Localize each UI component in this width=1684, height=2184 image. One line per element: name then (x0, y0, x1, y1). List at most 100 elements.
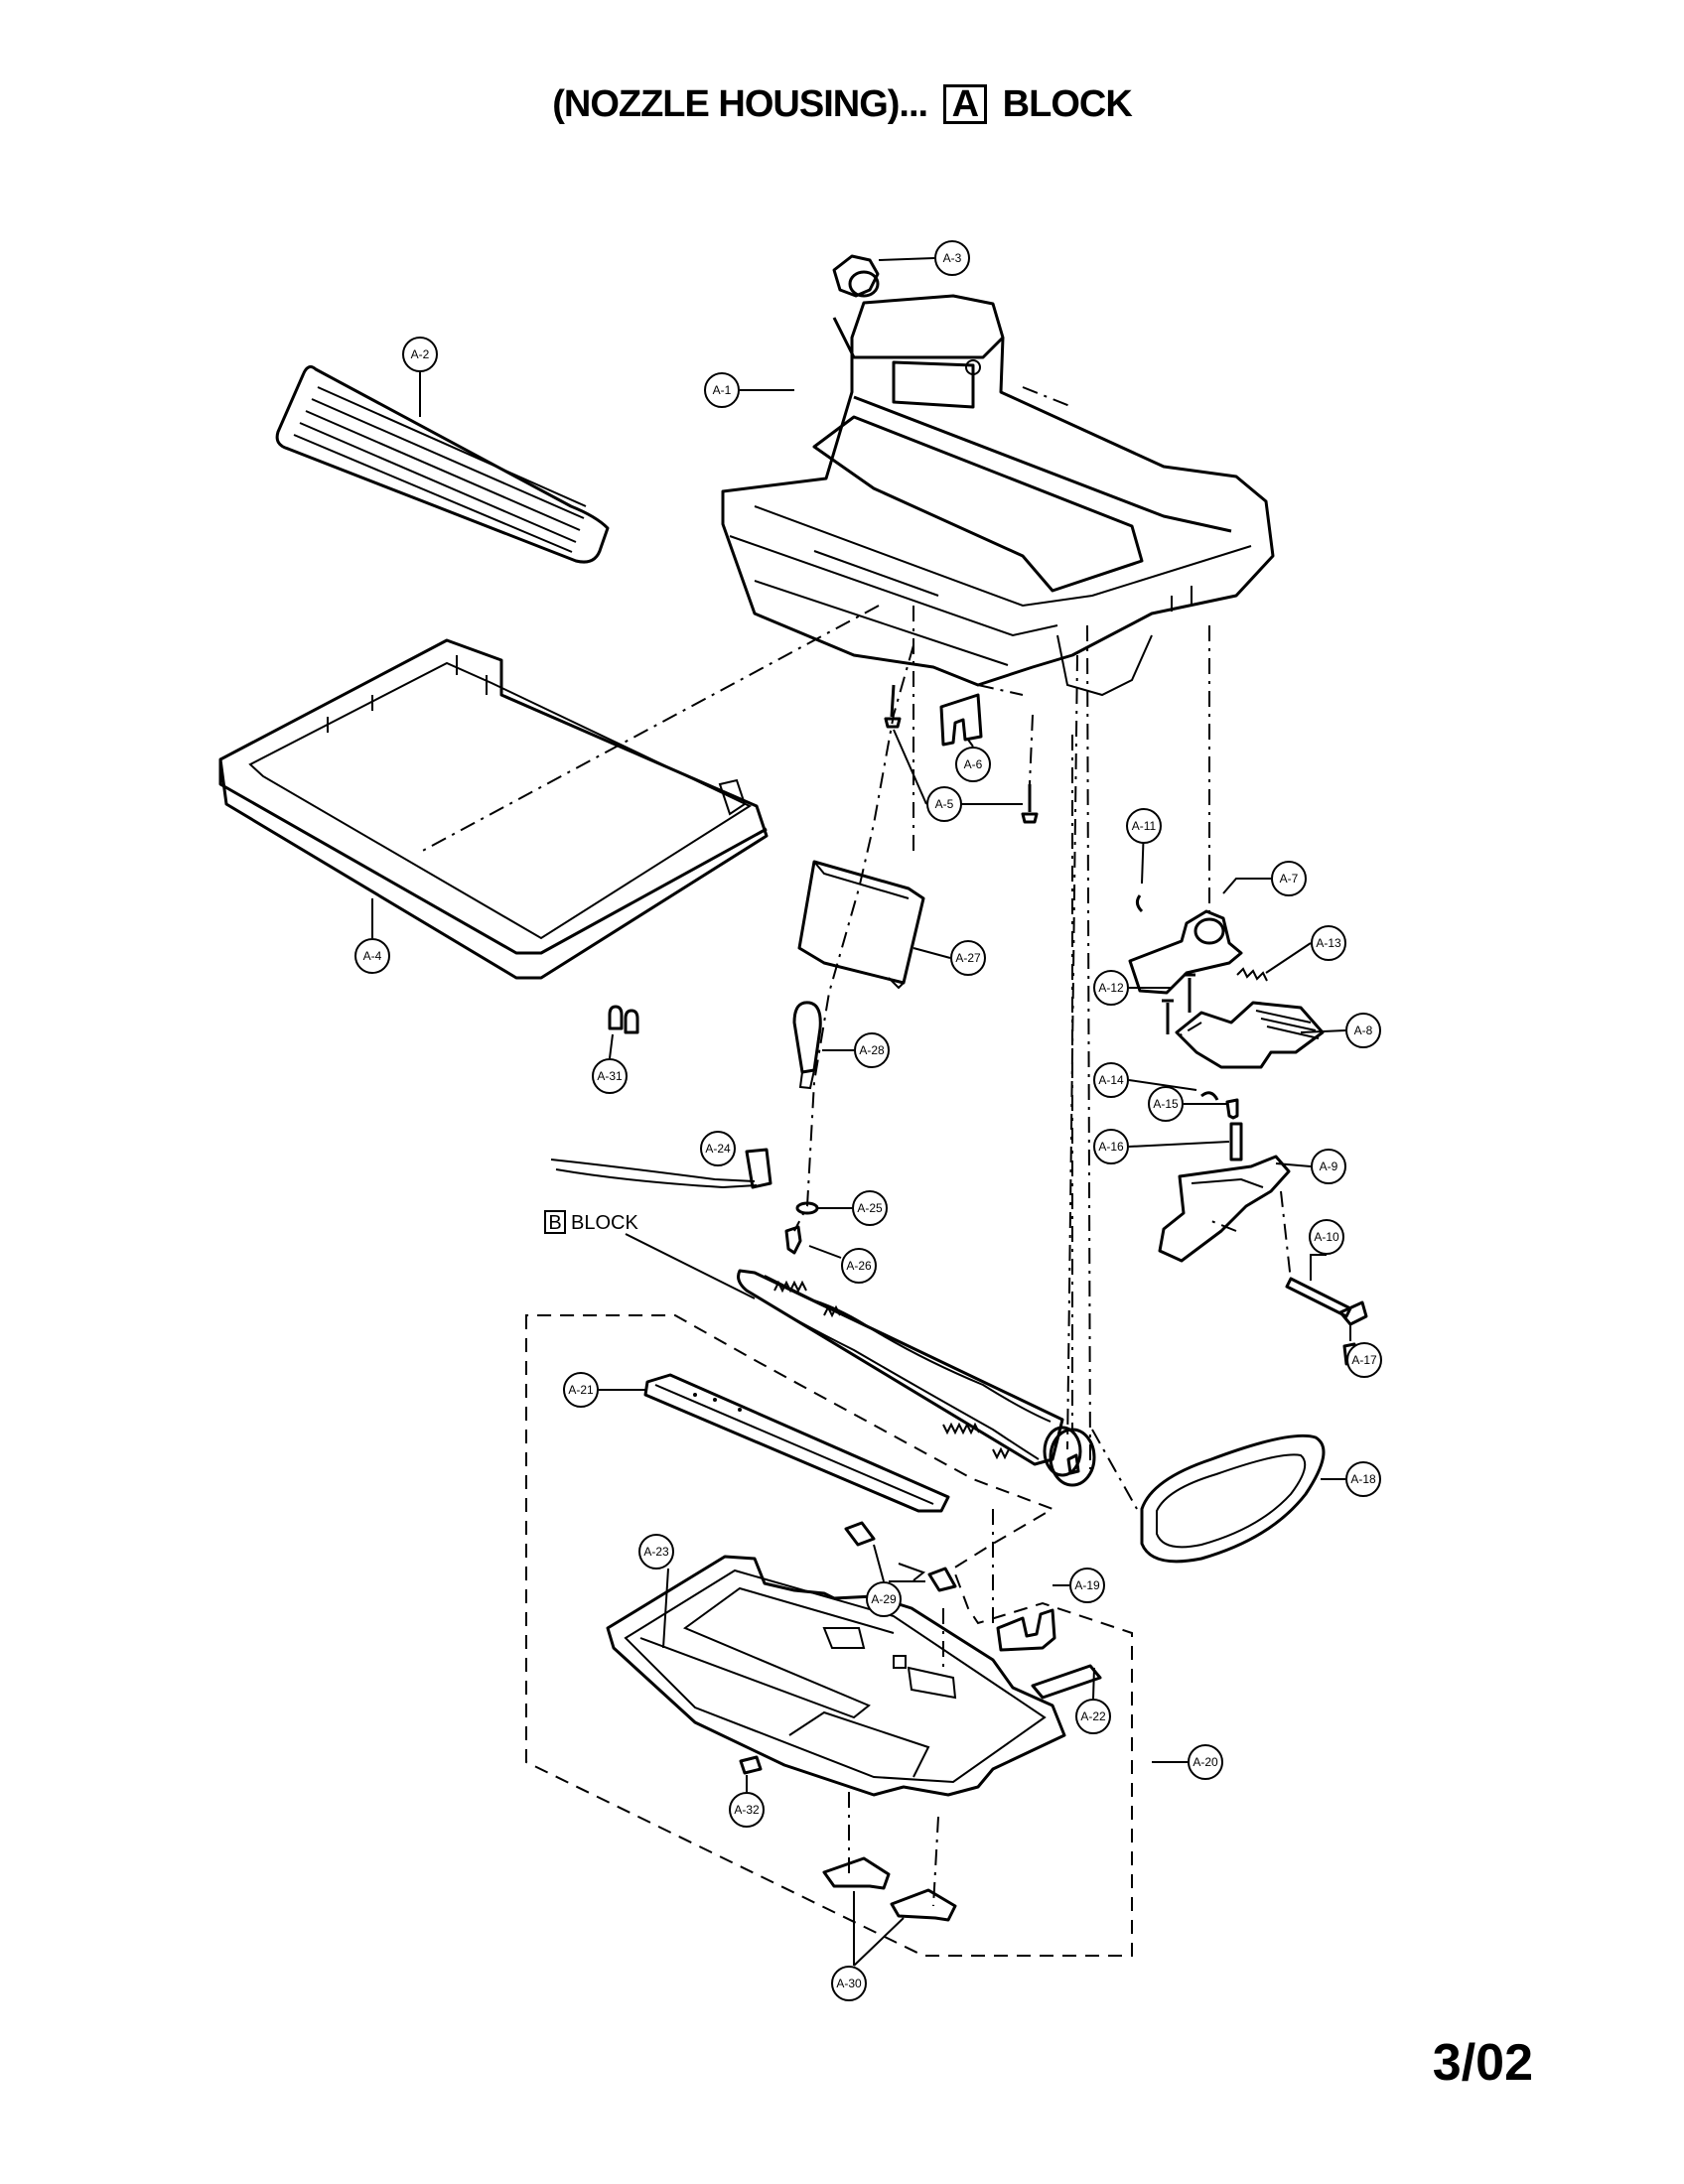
callout-label: A-28 (859, 1043, 885, 1057)
callout-a-7: A-7 (1271, 861, 1307, 896)
part-a9-lever (1158, 1155, 1291, 1263)
callout-a-12: A-12 (1093, 970, 1129, 1006)
assembly-lines (416, 386, 1351, 1957)
callout-circle (638, 1534, 674, 1570)
title-suffix: BLOCK (1002, 83, 1133, 125)
callout-a-29: A-29 (866, 1581, 902, 1617)
callout-label: A-29 (871, 1592, 897, 1606)
callout-a-13: A-13 (1311, 925, 1346, 961)
callout-a-11: A-11 (1126, 808, 1162, 844)
callout-circle (950, 940, 986, 976)
part-a7-lever-housing (1128, 909, 1243, 995)
callout-circle (402, 337, 438, 372)
callout-label: A-27 (955, 951, 981, 965)
callout-circle (1069, 1568, 1105, 1603)
part-a8-pedal (1175, 1001, 1325, 1069)
callout-circle (1345, 1461, 1381, 1497)
callout-label: A-7 (1280, 872, 1299, 886)
part-a1-nozzle-housing (721, 294, 1275, 697)
part-a23-bottom-plate (606, 1555, 1066, 1797)
callout-label: A-13 (1316, 936, 1341, 950)
callout-label: A-12 (1098, 981, 1124, 995)
callout-circle (1309, 1219, 1344, 1255)
callout-label: A-2 (411, 347, 430, 361)
part-a4-frame (218, 638, 769, 980)
callout-label: A-4 (363, 949, 382, 963)
callout-circle (1093, 1129, 1129, 1164)
callout-a-16: A-16 (1093, 1129, 1129, 1164)
callout-label: A-24 (705, 1142, 731, 1156)
part-a31-pins (608, 1005, 639, 1034)
callout-circle (866, 1581, 902, 1617)
callout-circle (831, 1966, 867, 2001)
callout-circle (1311, 925, 1346, 961)
part-a18-belt (1140, 1433, 1326, 1564)
part-a26-screw (784, 1225, 802, 1255)
callout-a-26: A-26 (841, 1248, 877, 1284)
callout-label: A-32 (734, 1803, 760, 1817)
callout-a-6: A-6 (955, 747, 991, 782)
part-a14-clip (1200, 1091, 1219, 1101)
callout-circle (841, 1248, 877, 1284)
callout-a-9: A-9 (1311, 1149, 1346, 1184)
callout-label: A-23 (643, 1545, 669, 1559)
part-a5-screws (884, 684, 1039, 824)
callout-circle (955, 747, 991, 782)
callout-label: A-6 (964, 757, 983, 771)
part-a15-screw (1225, 1098, 1239, 1120)
part-a13-spring (1236, 967, 1268, 982)
callout-circle (854, 1032, 890, 1068)
part-a3-knob (832, 254, 880, 298)
callout-circle (1093, 1062, 1129, 1098)
part-a11-clip (1135, 894, 1144, 913)
callout-circle (704, 372, 740, 408)
callout-circle (1126, 808, 1162, 844)
callout-a-31: A-31 (592, 1058, 628, 1094)
callout-circle (1075, 1699, 1111, 1734)
callout-a-4: A-4 (354, 938, 390, 974)
callout-a-28: A-28 (854, 1032, 890, 1068)
callout-a-20: A-20 (1188, 1744, 1223, 1780)
part-a30-clips (822, 1856, 957, 1922)
part-a24-wire (550, 1148, 772, 1189)
b-block-text: BLOCK (571, 1212, 638, 1234)
callout-a-18: A-18 (1345, 1461, 1381, 1497)
callout-circle (852, 1190, 888, 1226)
callout-label: A-9 (1320, 1160, 1338, 1173)
callout-circle (1148, 1086, 1184, 1122)
callout-circle (934, 240, 970, 276)
b-block-box-letter: B (548, 1212, 561, 1234)
callout-label: A-26 (846, 1259, 872, 1273)
callout-label: A-1 (713, 383, 732, 397)
callout-label: A-31 (597, 1069, 623, 1083)
callout-a-30: A-30 (831, 1966, 867, 2001)
callout-label: A-14 (1098, 1073, 1124, 1087)
callout-a-8: A-8 (1345, 1013, 1381, 1048)
callout-a-32: A-32 (729, 1792, 765, 1828)
callout-a-21: A-21 (563, 1372, 599, 1408)
page-number: 3/02 (1432, 2034, 1533, 2092)
part-brush-roll (737, 1269, 1096, 1487)
callout-circle (592, 1058, 628, 1094)
callout-circle (1346, 1342, 1382, 1378)
callout-a-24: A-24 (700, 1131, 736, 1166)
part-a21-strip (643, 1373, 950, 1513)
callout-label: A-25 (857, 1201, 883, 1215)
callout-circle (700, 1131, 736, 1166)
callout-label: A-17 (1351, 1353, 1377, 1367)
callout-label: A-22 (1080, 1709, 1106, 1723)
callout-label: A-21 (568, 1383, 594, 1397)
callout-label: A-30 (836, 1977, 862, 1990)
callout-circle (1271, 861, 1307, 896)
title-prefix: (NOZZLE HOUSING)... (552, 83, 928, 125)
callout-label: A-5 (935, 797, 954, 811)
callout-a-25: A-25 (852, 1190, 888, 1226)
callout-a-15: A-15 (1148, 1086, 1184, 1122)
part-a29-clips (844, 1521, 957, 1592)
callout-label: A-18 (1350, 1472, 1376, 1486)
callout-circle (926, 786, 962, 822)
callout-a-3: A-3 (934, 240, 970, 276)
page-title: (NOZZLE HOUSING)... A BLOCK (0, 83, 1684, 126)
part-a19-bracket (996, 1608, 1056, 1652)
